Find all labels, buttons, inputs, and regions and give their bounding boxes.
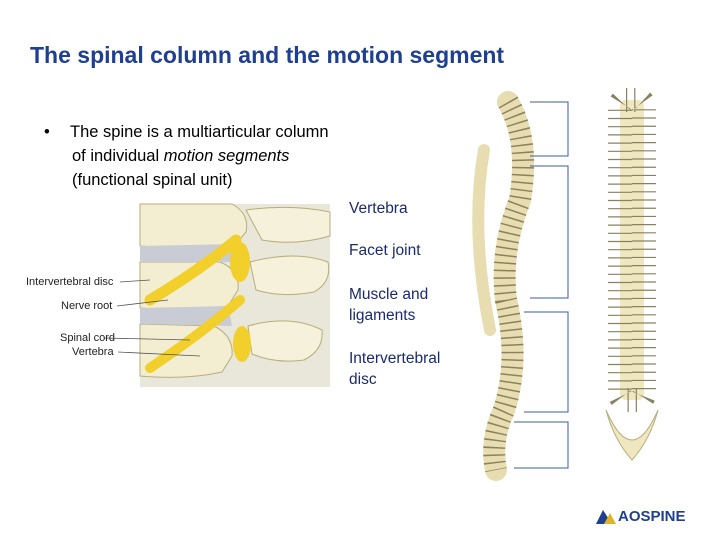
spine-anterior-view: [605, 88, 659, 461]
legend-disc-line-2: disc: [349, 371, 377, 388]
legend-disc-line-1: Intervertebral: [349, 350, 441, 367]
label-spinal-cord: Spinal cord: [60, 332, 116, 344]
bullet-text: The spine is a multiarticular column of …: [70, 120, 404, 192]
bullet-list: • The spine is a multiarticular column o…: [44, 120, 404, 192]
label-vertebra: Vertebra: [72, 346, 114, 358]
process-lower: [247, 320, 323, 362]
bracket-sacral: [514, 421, 569, 469]
legend-vertebra: Vertebra: [349, 200, 408, 217]
bullet-dot: •: [44, 123, 50, 141]
bracket-lumbar: [524, 311, 569, 413]
spine-lateral-ribs: [472, 144, 496, 336]
logo-ao: AO: [618, 508, 641, 525]
leader-line-spinal-cord: [103, 337, 191, 341]
aospine-logo-mark: [596, 510, 616, 524]
region-brackets: [514, 101, 569, 469]
bracket-thoracic: [530, 165, 569, 299]
spine-anterior-segments: [608, 88, 656, 412]
bullet-line-1: The spine is a multiarticular column: [70, 123, 329, 141]
facet-nerve-lower: [233, 326, 251, 362]
leader-line-vertebra: [117, 351, 201, 357]
facet-nerve-upper: [230, 242, 250, 282]
legend-facet-joint: Facet joint: [349, 242, 421, 259]
slide-title: The spinal column and the motion segment: [30, 42, 505, 68]
label-nerve-root: Nerve root: [61, 300, 113, 312]
bullet-line-2-plain: of individual: [72, 147, 164, 165]
legend-intervertebral-disc: Intervertebral disc: [349, 348, 440, 390]
logo-spine: SPINE: [640, 508, 686, 525]
motion-segment-illustration: [103, 203, 331, 387]
spine-anterior-sacrum: [605, 409, 659, 461]
bracket-cervical: [530, 101, 569, 157]
nerve-root-lower: [145, 295, 245, 373]
spine-lateral-column: [483, 91, 535, 481]
label-intervertebral-disc: Intervertebral disc: [26, 276, 114, 288]
legend-muscle-line-1: Muscle and: [349, 286, 429, 303]
bullet-line-2-emphasis: motion segments: [163, 147, 290, 165]
bullet-line-2: of individual motion segments: [70, 144, 404, 168]
legend-muscle-line-2: ligaments: [349, 307, 416, 324]
bullet-line-3: (functional spinal unit): [72, 171, 233, 189]
process-middle: [249, 255, 330, 296]
aospine-logo: AOSPINE: [618, 508, 686, 525]
legend-muscle-ligaments: Muscle and ligaments: [349, 284, 428, 326]
leader-line-disc: [119, 279, 151, 283]
nerve-root-upper: [144, 234, 242, 306]
process-upper: [245, 206, 331, 243]
leader-line-nerve-root: [116, 299, 169, 307]
spine-lateral-view: [472, 91, 535, 481]
